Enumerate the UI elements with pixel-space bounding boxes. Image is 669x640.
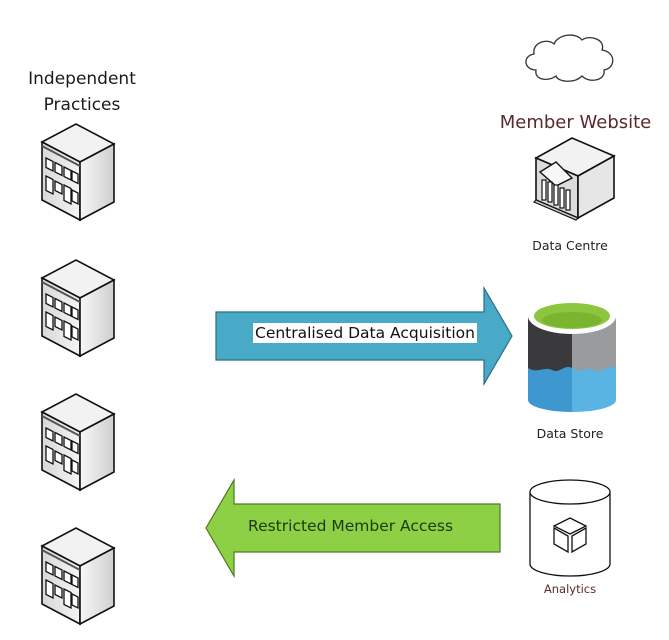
title-line-2: Practices — [43, 95, 121, 115]
office-building-icon — [40, 123, 116, 222]
data-centre-building-icon — [532, 137, 616, 221]
access-arrow-label: Restricted Member Access — [248, 517, 454, 535]
office-building-icon — [40, 259, 116, 358]
office-building-icon — [40, 527, 116, 626]
analytics-cylinder-icon — [529, 479, 611, 577]
title-line-1: Independent — [28, 69, 136, 89]
cloud-icon — [525, 34, 614, 82]
acquisition-arrow-label: Centralised Data Acquisition — [253, 323, 477, 343]
access-arrow — [205, 477, 501, 579]
analytics-label: Analytics — [543, 582, 597, 596]
data-store-label: Data Store — [536, 426, 604, 441]
data-centre-label: Data Centre — [532, 238, 608, 253]
independent-practices-title: Independent Practices — [14, 66, 150, 118]
analytics-cube-icon — [552, 517, 588, 554]
office-building-icon — [40, 393, 116, 492]
database-icon — [528, 298, 616, 412]
member-website-title: Member Website — [499, 112, 652, 133]
